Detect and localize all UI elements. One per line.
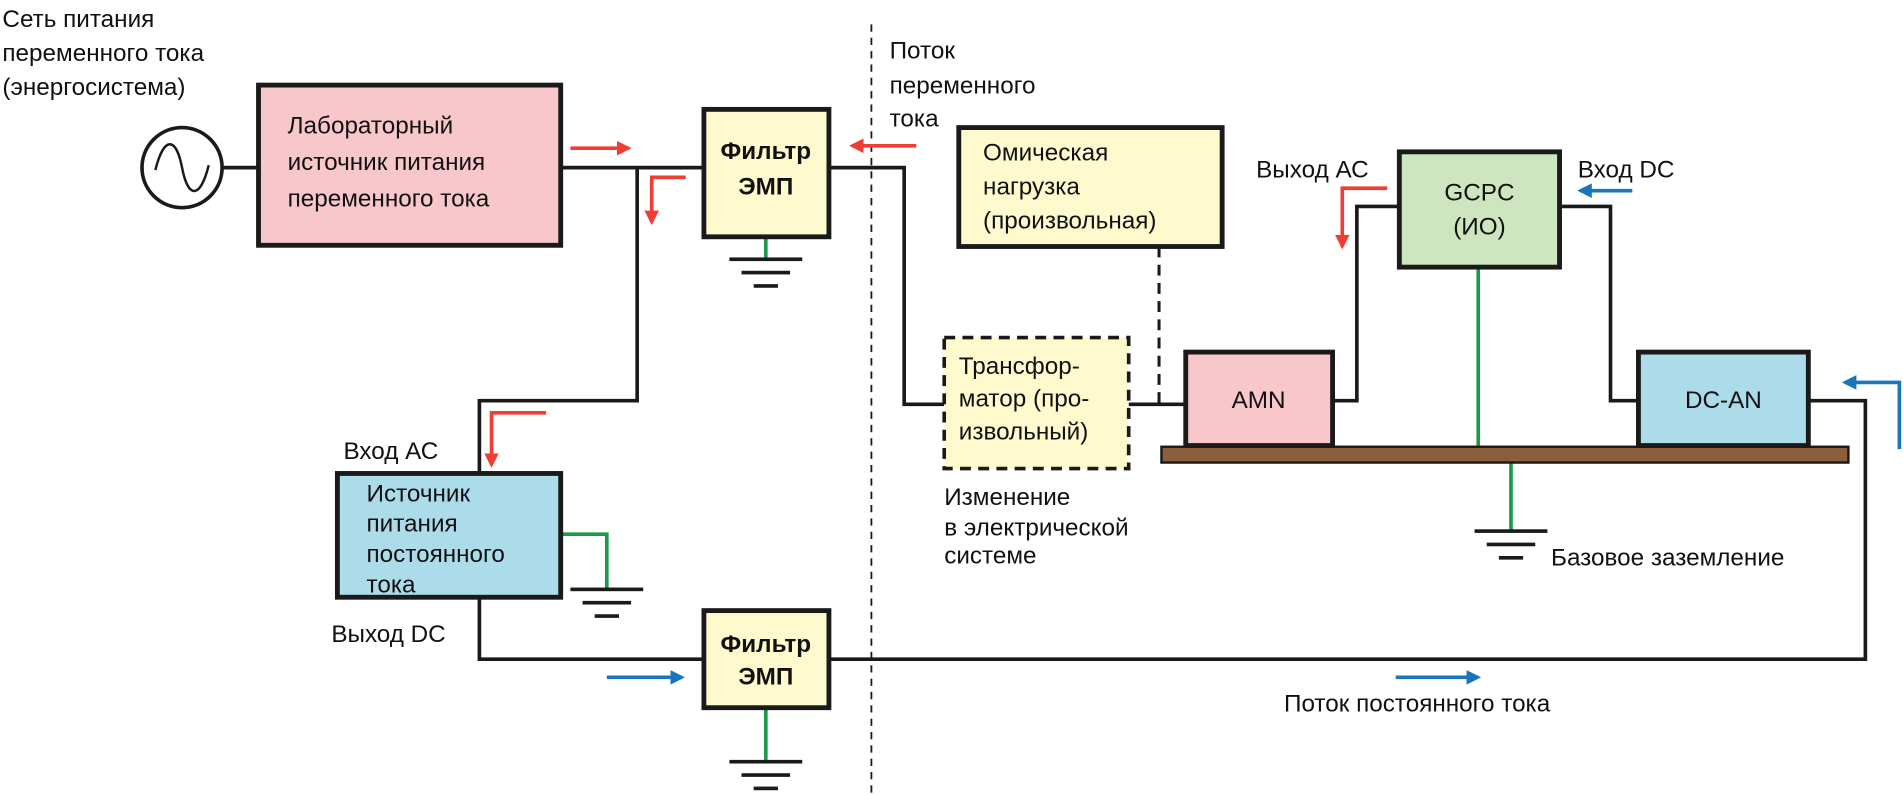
box-label: Фильтр (721, 138, 812, 165)
box-label: нагрузка (983, 173, 1080, 200)
ground-connections (560, 236, 1513, 762)
ac-source-icon (140, 125, 224, 210)
box-label: Омическая (983, 139, 1108, 166)
box-label: извольный) (959, 418, 1089, 445)
grid-label-line: (энергосистема) (2, 74, 185, 101)
box-label: (ИО) (1453, 213, 1505, 240)
label-line: тока (890, 105, 939, 132)
box-label: Лабораторный (288, 113, 454, 140)
dc-input-label: Вход DC (1578, 156, 1675, 183)
gcpc-box: GCPC (ИО) (1396, 149, 1562, 270)
box-label: тока (367, 571, 416, 598)
grid-label-line: Сеть питания (2, 6, 154, 33)
ac-input-label: Вход АС (343, 438, 438, 465)
label-line: переменного (890, 73, 1036, 100)
box-label: Источник (367, 480, 471, 507)
grid-label-line: переменного тока (2, 40, 204, 67)
ground-icon (570, 587, 644, 618)
ground-icon (729, 257, 803, 288)
ac-flow-arrow (1335, 186, 1388, 250)
ac-flow-arrow (484, 410, 547, 468)
ac-output-label: Выход АС (1256, 156, 1369, 183)
box-label: питания (367, 511, 458, 538)
ohmic-load-box: Омическая нагрузка (произвольная) (956, 125, 1225, 249)
label-line: Поток (890, 37, 956, 64)
box-label: AMN (1232, 387, 1286, 414)
emi-filter-top-box: Фильтр ЭМП (701, 106, 832, 240)
ground-icon (729, 759, 803, 791)
box-label: источник питания (288, 149, 486, 176)
box-label: матор (про- (959, 386, 1090, 413)
box-label: Фильтр (721, 631, 812, 658)
box-label: ЭМП (738, 173, 793, 200)
transformer-box: Трансфор- матор (про- извольный) (942, 335, 1131, 471)
wires (222, 165, 1868, 661)
label-line: в электрической (944, 514, 1128, 541)
ac-flow-label: Поток переменного тока (890, 37, 1036, 132)
dc-output-label: Выход DC (331, 621, 445, 648)
box-label: (произвольная) (983, 207, 1156, 234)
ground-plane (1160, 445, 1850, 464)
label-line: системе (944, 542, 1036, 569)
box-label: GCPC (1444, 179, 1514, 206)
label-line: Изменение (944, 484, 1070, 511)
change-label: Изменение в электрической системе (944, 484, 1128, 569)
ac-flow-arrow (644, 175, 686, 226)
box-label: Трансфор- (959, 353, 1080, 380)
box-label: ЭМП (738, 664, 793, 691)
grid-label: Сеть питания переменного тока (энергосис… (2, 6, 204, 101)
lab-ac-source-box: Лабораторный источник питания переменног… (256, 82, 564, 248)
ground-icon (1474, 529, 1548, 560)
box-label: переменного тока (288, 185, 490, 212)
box-label: DC-AN (1685, 387, 1762, 414)
dc-flow-arrow (1841, 375, 1902, 450)
amn-box: AMN (1183, 349, 1336, 448)
dc-flow-label: Поток постоянного тока (1284, 690, 1551, 717)
dc-source-box: Источник питания постоянного тока (334, 471, 564, 600)
base-ground-label: Базовое заземление (1551, 545, 1784, 572)
box-label: постоянного (367, 541, 505, 568)
emi-filter-bottom-box: Фильтр ЭМП (701, 608, 832, 711)
dc-an-box: DC-AN (1635, 349, 1811, 448)
